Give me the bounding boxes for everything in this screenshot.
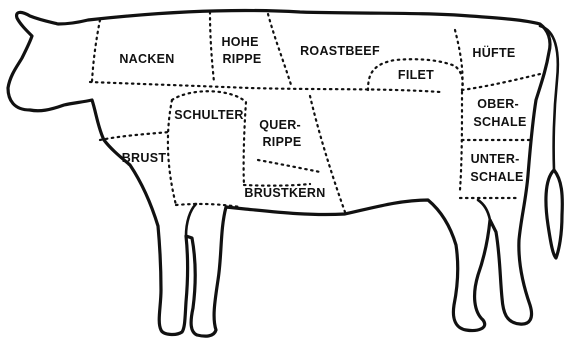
label-brust: BRUST [122, 151, 167, 165]
label-nacken: NACKEN [119, 52, 174, 66]
tail-tuft [546, 170, 562, 258]
label-huefte: HÜFTE [472, 45, 515, 60]
label-brustkern: BRUSTKERN [244, 186, 325, 200]
cow-outline [8, 10, 550, 336]
label-filet: FILET [398, 68, 434, 82]
label-roastbeef: ROASTBEEF [300, 44, 380, 58]
label-schulter: SCHULTER [174, 108, 244, 122]
